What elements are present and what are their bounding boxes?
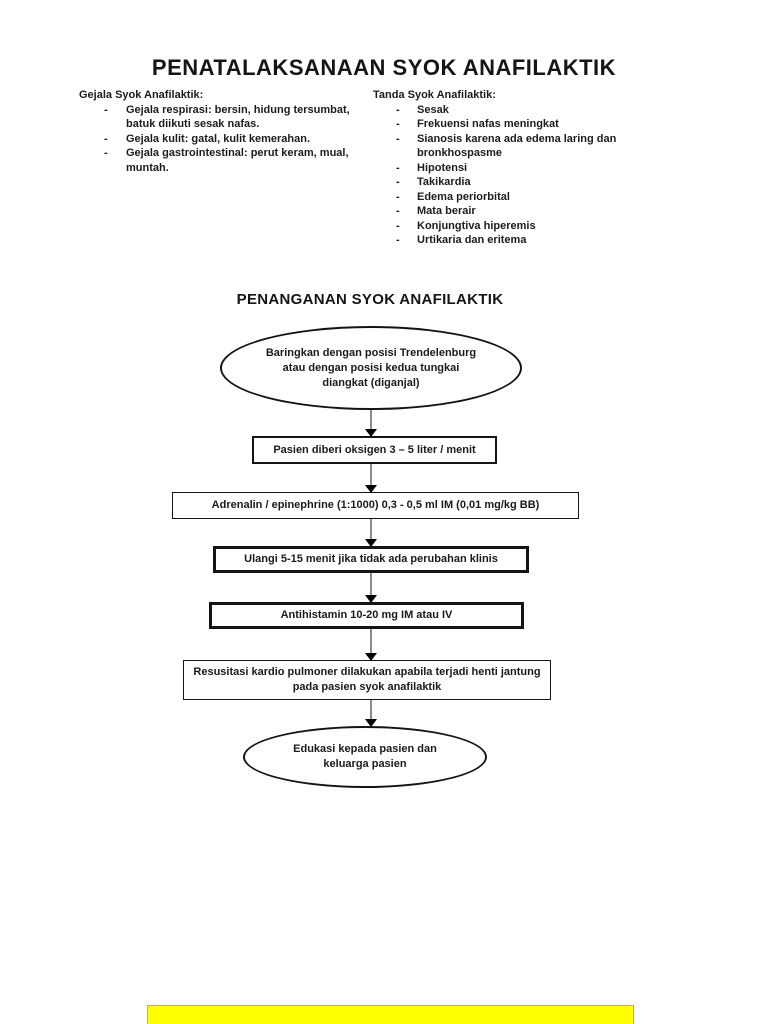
flow-step-text: Ulangi 5-15 menit jika tidak ada perubah… (244, 553, 498, 565)
flow-step-education-ellipse: Edukasi kepada pasien dan keluarga pasie… (243, 726, 487, 788)
bullet-dash: - (104, 147, 108, 159)
flow-step-repeat-box: Ulangi 5-15 menit jika tidak ada perubah… (213, 546, 529, 573)
list-item: - Mata berair (373, 204, 673, 219)
flow-step-oxygen-box: Pasien diberi oksigen 3 – 5 liter / meni… (252, 436, 497, 464)
bullet-dash: - (104, 132, 108, 145)
bullet-dash: - (396, 103, 400, 116)
flow-step-text: Resusitasi kardio pulmoner dilakukan apa… (193, 666, 541, 693)
list-item: - Konjungtiva hiperemis (373, 219, 673, 234)
arrow-line (370, 410, 372, 431)
list-item: - Sesak (373, 103, 673, 118)
list-item-text: Konjungtiva hiperemis (417, 219, 536, 232)
flow-arrow-down (365, 410, 377, 437)
flow-step-position-ellipse: Baringkan dengan posisi Trendelenburg at… (220, 326, 522, 410)
flow-arrow-down (365, 573, 377, 603)
bullet-dash: - (396, 176, 400, 188)
symptoms-section: Gejala Syok Anafilaktik: - Gejala respir… (79, 88, 371, 175)
flow-step-text: Adrenalin / epinephrine (1:1000) 0,3 - 0… (211, 499, 540, 511)
symptoms-heading: Gejala Syok Anafilaktik: (79, 89, 204, 101)
list-item-text: Mata berair (417, 205, 476, 217)
yellow-highlight-bar (147, 1005, 634, 1024)
list-item: - Gejala respirasi: bersin, hidung tersu… (79, 103, 371, 132)
arrow-line (370, 519, 372, 541)
bullet-dash: - (396, 219, 400, 232)
bullet-dash: - (396, 161, 400, 174)
flow-arrow-down (365, 700, 377, 727)
arrow-head-icon (365, 485, 377, 493)
list-item: - Hipotensi (373, 161, 673, 176)
arrow-head-icon (365, 595, 377, 603)
flow-step-text: Baringkan dengan posisi Trendelenburg at… (265, 346, 477, 389)
flow-arrow-down (365, 519, 377, 547)
list-item: - Edema periorbital (373, 190, 673, 205)
arrow-line (370, 464, 372, 487)
flow-step-text: Edukasi kepada pasien dan keluarga pasie… (293, 743, 437, 770)
list-item-text: Sesak (417, 103, 449, 116)
signs-section: Tanda Syok Anafilaktik: - Sesak - Frekue… (373, 88, 673, 248)
flow-arrow-down (365, 629, 377, 661)
list-item-text: Hipotensi (417, 161, 468, 174)
bullet-dash: - (396, 234, 400, 246)
flow-step-antihistamin-box: Antihistamin 10-20 mg IM atau IV (209, 602, 524, 629)
bullet-dash: - (396, 118, 400, 130)
list-item-text: Takikardia (417, 176, 471, 188)
arrow-head-icon (365, 719, 377, 727)
list-item-text: Sianosis karena ada edema laring dan bro… (417, 132, 617, 160)
list-item: - Gejala kulit: gatal, kulit kemerahan. (79, 132, 371, 147)
flow-step-text: Antihistamin 10-20 mg IM atau IV (280, 609, 453, 621)
arrow-head-icon (365, 429, 377, 437)
list-item: - Frekuensi nafas meningkat (373, 117, 673, 132)
list-item-text: Gejala gastrointestinal: perut keram, mu… (126, 147, 349, 174)
arrow-head-icon (365, 653, 377, 661)
list-item: - Takikardia (373, 175, 673, 190)
bullet-dash: - (396, 205, 400, 217)
flowchart-title: PENANGANAN SYOK ANAFILAKTIK (236, 291, 504, 308)
flow-step-resuscitation-box: Resusitasi kardio pulmoner dilakukan apa… (183, 660, 551, 700)
arrow-line (370, 700, 372, 721)
list-item: - Gejala gastrointestinal: perut keram, … (79, 146, 371, 175)
arrow-line (370, 573, 372, 597)
signs-heading: Tanda Syok Anafilaktik: (373, 89, 496, 101)
arrow-head-icon (365, 539, 377, 547)
list-item: - Urtikaria dan eritema (373, 233, 673, 248)
bullet-dash: - (396, 190, 400, 203)
flow-arrow-down (365, 464, 377, 493)
list-item: - Sianosis karena ada edema laring dan b… (373, 132, 673, 161)
list-item-text: Gejala respirasi: bersin, hidung tersumb… (126, 103, 350, 131)
list-item-text: Urtikaria dan eritema (417, 234, 527, 246)
flow-step-adrenalin-box: Adrenalin / epinephrine (1:1000) 0,3 - 0… (172, 492, 579, 519)
list-item-text: Gejala kulit: gatal, kulit kemerahan. (126, 132, 311, 145)
bullet-dash: - (396, 132, 400, 145)
page-title: PENATALAKSANAAN SYOK ANAFILAKTIK (151, 55, 617, 80)
list-item-text: Edema periorbital (417, 190, 510, 203)
list-item-text: Frekuensi nafas meningkat (417, 118, 559, 130)
bullet-dash: - (104, 103, 108, 116)
arrow-line (370, 629, 372, 655)
flow-step-text: Pasien diberi oksigen 3 – 5 liter / meni… (273, 443, 476, 456)
